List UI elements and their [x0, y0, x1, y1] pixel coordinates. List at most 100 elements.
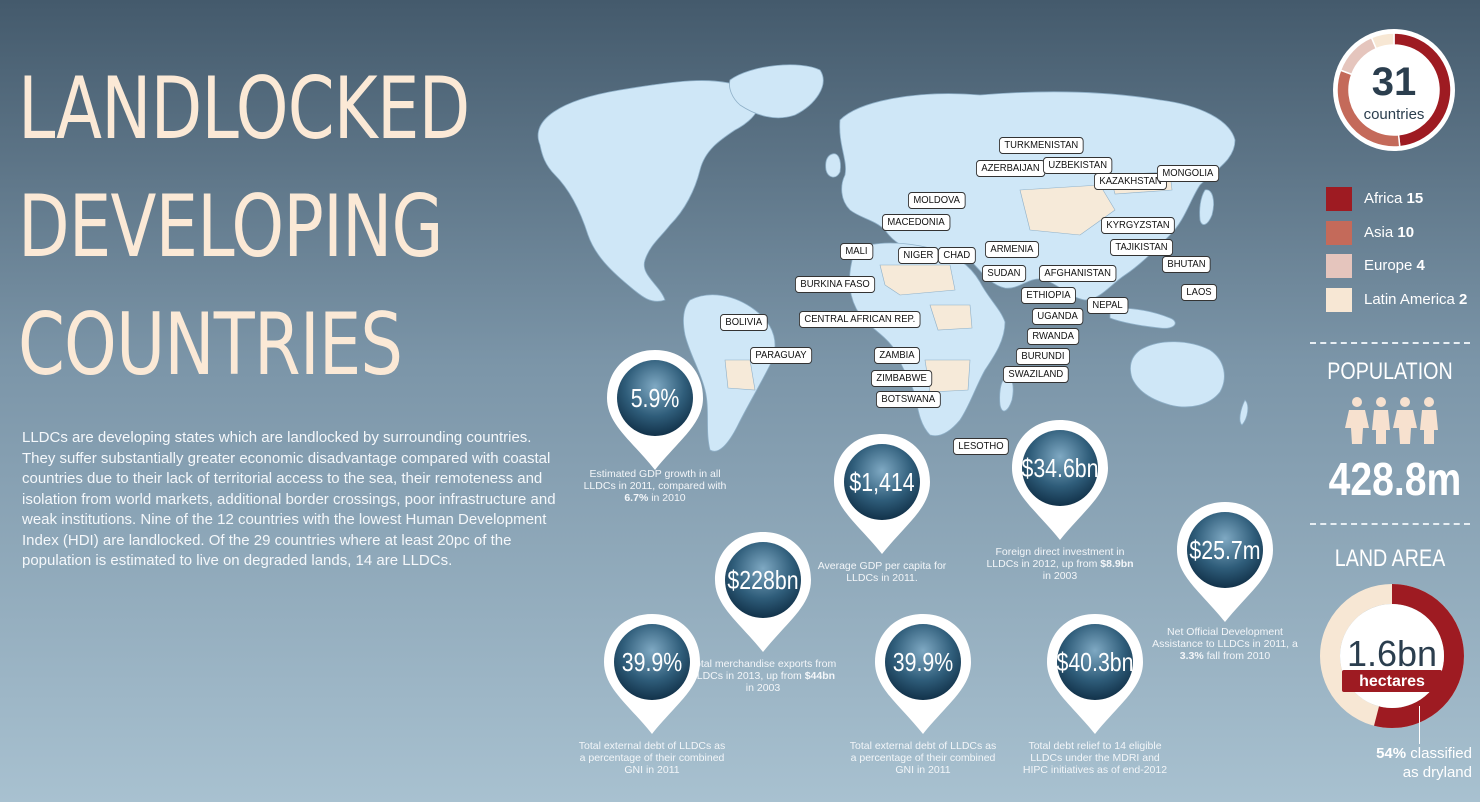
- pin-marker-icon: [604, 614, 700, 734]
- stat-caption: Estimated GDP growth in all LLDCs in 201…: [583, 468, 727, 504]
- landlocked-south-america: [724, 359, 756, 391]
- legend-label: Africa 15: [1364, 190, 1424, 207]
- pin-marker-icon: [834, 434, 930, 554]
- legend-swatch: [1326, 254, 1352, 278]
- landlocked-central-asia: [1019, 184, 1116, 236]
- country-label-kazakhstan: KAZAKHSTAN: [1094, 173, 1168, 190]
- country-label-mongolia: MONGOLIA: [1157, 165, 1219, 182]
- legend-swatch: [1326, 287, 1352, 312]
- stat-caption: Total external debt of LLDCs as a percen…: [578, 740, 726, 776]
- country-label-chad: CHAD: [938, 247, 976, 264]
- country-label-tajikistan: TAJIKISTAN: [1110, 239, 1173, 256]
- country-label-zambia: ZAMBIA: [874, 347, 920, 364]
- legend-swatch: [1326, 187, 1352, 211]
- country-label-burkina-faso: BURKINA FASO: [795, 276, 876, 293]
- country-label-lesotho: LESOTHO: [953, 438, 1009, 455]
- landlocked-central-africa: [929, 304, 973, 331]
- country-label-laos: LAOS: [1181, 284, 1218, 301]
- country-label-macedonia: MACEDONIA: [882, 214, 951, 231]
- stat-caption: Total merchandise exports from LLDCs in …: [689, 658, 837, 694]
- stat-value: 5.9%: [630, 383, 680, 413]
- title-line-3: COUNTRIES: [18, 295, 403, 395]
- country-label-rwanda: RWANDA: [1027, 328, 1080, 345]
- country-label-afghanistan: AFGHANISTAN: [1039, 265, 1117, 282]
- stat-value: 39.9%: [621, 647, 683, 677]
- pin-marker-icon: [1177, 502, 1273, 622]
- stat-caption: Average GDP per capita for LLDCs in 2011…: [817, 560, 947, 584]
- country-label-ethiopia: ETHIOPIA: [1021, 287, 1076, 304]
- country-share-donut: 31 countries: [1333, 29, 1455, 151]
- country-label-uganda: UGANDA: [1032, 308, 1084, 325]
- stat-value: $1,414: [849, 467, 915, 497]
- stat-value: $228bn: [727, 565, 799, 595]
- country-label-uzbekistan: UZBEKISTAN: [1043, 157, 1113, 174]
- country-label-bhutan: BHUTAN: [1162, 256, 1211, 273]
- legend-label: Europe 4: [1364, 257, 1425, 274]
- stat-pin: 5.9% Estimated GDP growth in all LLDCs in…: [584, 348, 726, 504]
- stat-caption-highlight: 3.3%: [1179, 650, 1204, 662]
- legend-value: 2: [1459, 290, 1468, 308]
- title-line-2: DEVELOPING: [18, 177, 443, 277]
- pin-marker-icon: [1012, 420, 1108, 540]
- donut-hole: [1349, 45, 1439, 135]
- north-america: [537, 80, 760, 302]
- stat-value: 39.9%: [892, 647, 954, 677]
- country-label-botswana: BOTSWANA: [876, 391, 941, 408]
- landlocked-africa-sahel: [879, 264, 956, 296]
- stat-caption: Total debt relief to 14 eligible LLDCs u…: [1022, 740, 1168, 776]
- legend-value: 15: [1406, 190, 1424, 207]
- legend-value: 10: [1397, 223, 1415, 241]
- uk: [825, 153, 841, 178]
- country-label-sudan: SUDAN: [982, 265, 1026, 282]
- separator: [1310, 523, 1470, 525]
- legend-label: Asia 10: [1364, 223, 1415, 241]
- australia: [1130, 341, 1225, 408]
- country-label-moldova: MOLDOVA: [908, 192, 966, 209]
- stat-caption: Foreign direct investment in LLDCs in 20…: [986, 546, 1134, 582]
- stat-caption-highlight: $8.9bn: [1100, 558, 1134, 570]
- country-label-bolivia: BOLIVIA: [720, 314, 768, 331]
- countries-count-label: countries: [1364, 106, 1425, 123]
- land-unit: hectares: [1359, 673, 1425, 690]
- country-label-mali: MALI: [840, 243, 873, 260]
- pin-marker-icon: [875, 614, 971, 734]
- stat-caption-highlight: 6.7%: [624, 492, 649, 504]
- stat-pin: 39.9%Total external debt of LLDCs as a p…: [850, 612, 996, 776]
- legend-swatch: [1326, 220, 1352, 245]
- hectares-band: [1342, 670, 1442, 692]
- countries-count: 31: [1372, 60, 1417, 104]
- population-value: 428.8m: [1328, 453, 1462, 505]
- country-label-armenia: ARMENIA: [985, 241, 1039, 258]
- country-label-zimbabwe: ZIMBABWE: [871, 370, 933, 387]
- separator: [1310, 342, 1470, 344]
- pin-marker-icon: [715, 532, 811, 652]
- stat-caption-highlight: $44bn: [804, 670, 836, 682]
- intro-text: LLDCs are developing states which are la…: [22, 429, 556, 569]
- stat-caption: Net Official Development Assistance to L…: [1152, 626, 1298, 662]
- new-zealand: [1239, 399, 1249, 426]
- dryland-pct: 54%: [1376, 745, 1407, 762]
- pin-marker-icon: [607, 350, 703, 470]
- stat-value: $40.3bn: [1056, 647, 1134, 677]
- country-label-kyrgyzstan: KYRGYZSTAN: [1101, 217, 1176, 234]
- stat-value: $34.6bn: [1021, 453, 1099, 483]
- japan: [1199, 189, 1214, 225]
- population-icon: [1345, 397, 1438, 444]
- country-label-burundi: BURUNDI: [1016, 348, 1070, 365]
- land-area-heading: LAND AREA: [1334, 545, 1446, 572]
- legend-label: Latin America 2: [1364, 290, 1468, 308]
- land-value: 1.6bn: [1347, 633, 1437, 674]
- country-label-central-african-rep: CENTRAL AFRICAN REP.: [799, 311, 921, 328]
- country-label-niger: NIGER: [898, 247, 939, 264]
- country-label-azerbaijan: AZERBAIJAN: [976, 160, 1046, 177]
- dryland-caption: 54% classified as dryland: [1362, 744, 1472, 782]
- pin-marker-icon: [1047, 614, 1143, 734]
- land-area-donut: 1.6bn hectares: [1320, 584, 1464, 728]
- country-label-swaziland: SWAZILAND: [1003, 366, 1069, 383]
- title-line-1: LANDLOCKED: [18, 59, 470, 159]
